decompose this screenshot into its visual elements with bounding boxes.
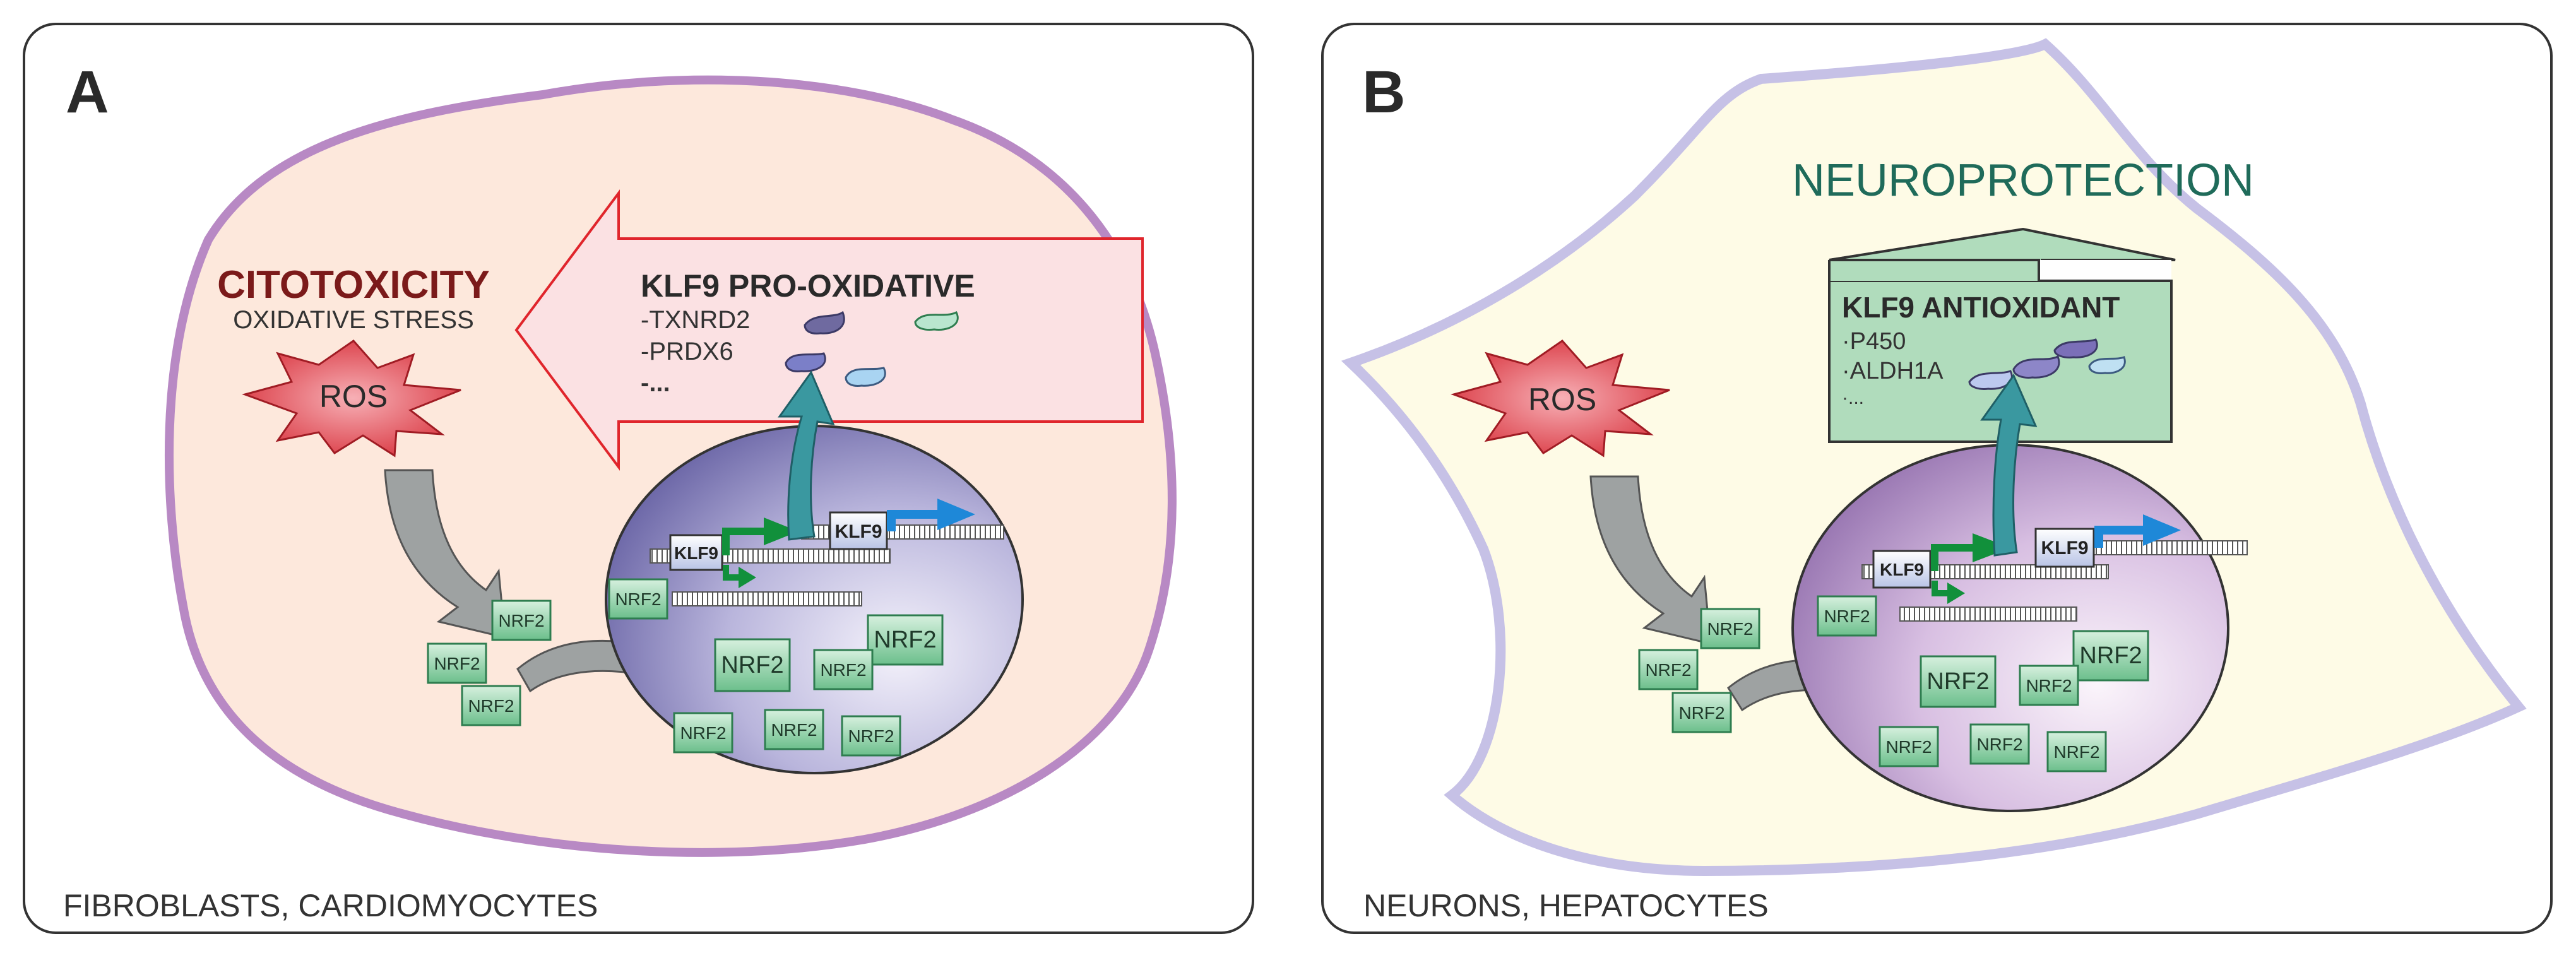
dna-strand (1899, 606, 2077, 622)
nrf2-box: NRF2 (1879, 726, 1939, 767)
nrf2-box: NRF2 (2072, 630, 2149, 682)
svg-text:NRF2: NRF2 (1926, 668, 1989, 695)
ros-burst (242, 340, 461, 458)
protein-icon (914, 310, 959, 331)
nrf2-box: NRF2 (608, 578, 668, 620)
nrf2-box: NRF2 (867, 614, 944, 666)
antioxidant-title: KLF9 ANTIOXIDANT (1842, 291, 2120, 324)
gene-label: -PRDX6 (641, 338, 733, 365)
klf9-gene-box (2034, 528, 2095, 568)
nrf2-box: NRF2 (813, 649, 874, 690)
ros-burst (1451, 340, 1670, 458)
svg-text:NRF2: NRF2 (848, 726, 894, 746)
nrf2-box: NRF2 (764, 709, 824, 750)
svg-text:NRF2: NRF2 (1645, 660, 1691, 680)
promoter-arrow-green (1947, 582, 1965, 604)
svg-text:NRF2: NRF2 (1707, 619, 1753, 639)
export-arrow-teal (1980, 373, 2038, 557)
gene-label: ·... (1842, 387, 1864, 408)
ros-to-nrf2-arrow (384, 469, 506, 639)
svg-text:NRF2: NRF2 (820, 660, 866, 680)
promoter-arrow-green (723, 565, 742, 581)
svg-text:NRF2: NRF2 (1976, 735, 2022, 754)
nrf2-box: NRF2 (1638, 649, 1699, 690)
nrf2-box: NRF2 (1920, 655, 1997, 708)
ros-to-nrf2-arrow (1589, 475, 1712, 645)
svg-text:NRF2: NRF2 (721, 652, 783, 678)
protein-icon (785, 352, 826, 372)
nrf2-box: NRF2 (841, 715, 901, 757)
svg-text:NRF2: NRF2 (2026, 676, 2072, 695)
export-arrow-teal (778, 370, 835, 541)
klf9-label: KLF9 (674, 543, 718, 563)
protein-icon (2088, 356, 2126, 374)
promoter-arrow-green (1931, 544, 1976, 571)
nrf2-box: NRF2 (1671, 692, 1732, 733)
nrf2-box: NRF2 (1969, 723, 2030, 765)
cell-a (164, 75, 1177, 857)
klf9-label: KLF9 (1880, 560, 1924, 579)
transcription-arrow-blue (887, 510, 941, 531)
protein-icon (2053, 338, 2098, 358)
promoter-arrow-green (739, 567, 756, 588)
nrf2-box: NRF2 (461, 685, 521, 726)
nrf2-box: NRF2 (714, 638, 791, 692)
gene-label: ·ALDH1A (1842, 358, 1944, 384)
arrow-notch (2039, 260, 2171, 281)
klf9-label: KLF9 (835, 521, 882, 542)
promoter-arrow-green (1932, 581, 1950, 596)
arrow-stem (1829, 260, 2039, 281)
promoter-arrow-green (1973, 533, 2010, 562)
transcription-arrow-blue (2094, 526, 2146, 548)
svg-text:NRF2: NRF2 (434, 654, 480, 673)
svg-text:NRF2: NRF2 (2053, 742, 2099, 762)
svg-text:NRF2: NRF2 (1678, 703, 1724, 723)
promoter-arrow-green (722, 528, 767, 555)
gene-label: ·P450 (1842, 328, 1906, 355)
dna-strand (672, 591, 862, 606)
svg-text:NRF2: NRF2 (771, 720, 817, 740)
protein-icon (804, 310, 845, 334)
svg-text:NRF2: NRF2 (498, 611, 544, 630)
svg-text:NRF2: NRF2 (680, 723, 726, 743)
gene-label: -... (641, 369, 670, 397)
transcription-arrow-blue (2143, 514, 2181, 546)
ros-label: ROS (319, 379, 388, 414)
panel-a: A KLF9 PRO-OXIDATIVE -TXNRD2 -PRDX6 -...… (23, 23, 1254, 934)
klf9-gene-box (1872, 550, 1932, 589)
nrf2-box: NRF2 (2019, 665, 2079, 706)
nrf2-box: NRF2 (673, 712, 733, 754)
svg-text:NRF2: NRF2 (1824, 606, 1870, 626)
panel-b-letter: B (1362, 59, 1406, 126)
klf9-gene-box (829, 511, 888, 550)
promoter-arrow-green (764, 517, 798, 545)
svg-text:NRF2: NRF2 (468, 696, 514, 716)
svg-text:NRF2: NRF2 (2079, 642, 2142, 669)
protein-icon (2012, 355, 2060, 379)
cell-types-label: NEURONS, HEPATOCYTES (1363, 888, 1769, 923)
klf9-label: KLF9 (2041, 538, 2089, 559)
nrf2-box: NRF2 (2046, 731, 2107, 772)
protein-icon (845, 367, 886, 387)
panel-a-letter: A (66, 59, 109, 126)
neuroprotection-label: NEUROPROTECTION (1792, 155, 2254, 206)
nrf2-box: NRF2 (427, 642, 487, 684)
gene-label: -TXNRD2 (641, 306, 750, 334)
ros-label: ROS (1528, 382, 1596, 417)
cell-types-label: FIBROBLASTS, CARDIOMYOCYTES (63, 888, 598, 923)
klf9-gene-box (669, 534, 723, 571)
panel-b: B NEUROPROTECTION KLF9 ANTIOXIDANT ·P450… (1321, 23, 2553, 934)
svg-text:NRF2: NRF2 (874, 627, 936, 653)
nrf2-box: NRF2 (491, 600, 552, 641)
nrf2-box: NRF2 (1817, 595, 1877, 637)
citotoxicity-label: CITOTOXICITY (217, 263, 490, 307)
oxidative-stress-label: OXIDATIVE STRESS (233, 306, 474, 334)
nrf2-box: NRF2 (1700, 608, 1760, 649)
transcription-arrow-blue (937, 499, 975, 530)
svg-text:NRF2: NRF2 (615, 589, 661, 609)
pro-oxidative-title: KLF9 PRO-OXIDATIVE (641, 268, 975, 304)
svg-text:NRF2: NRF2 (1885, 737, 1932, 757)
